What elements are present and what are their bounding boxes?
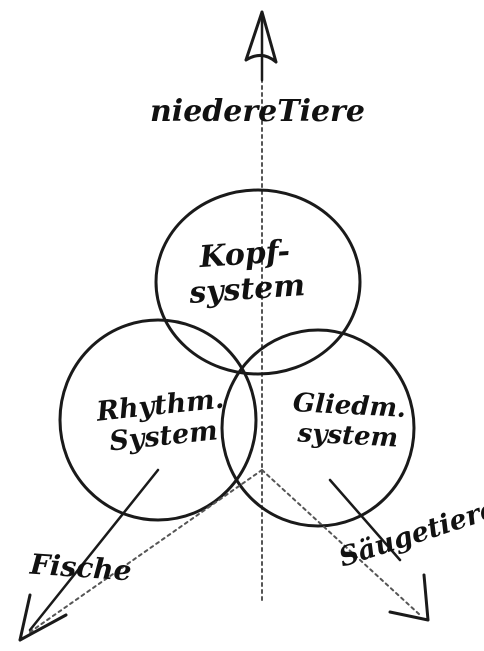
head-system-circle xyxy=(154,188,362,376)
limb-system-circle xyxy=(220,328,416,528)
label-lower-animals: niedereTiere xyxy=(150,94,365,129)
label-rhythm-system: Rhythm. System xyxy=(95,383,229,458)
label-limb-system: Gliedm. system xyxy=(291,388,407,455)
arrow-up xyxy=(244,10,278,601)
arrow-down-right xyxy=(261,469,430,622)
arrow-down-left xyxy=(18,468,263,642)
label-limb-system-line2: system xyxy=(296,418,399,454)
label-head-system: Kopf- system xyxy=(186,234,306,311)
rhythm-system-circle xyxy=(58,318,258,522)
